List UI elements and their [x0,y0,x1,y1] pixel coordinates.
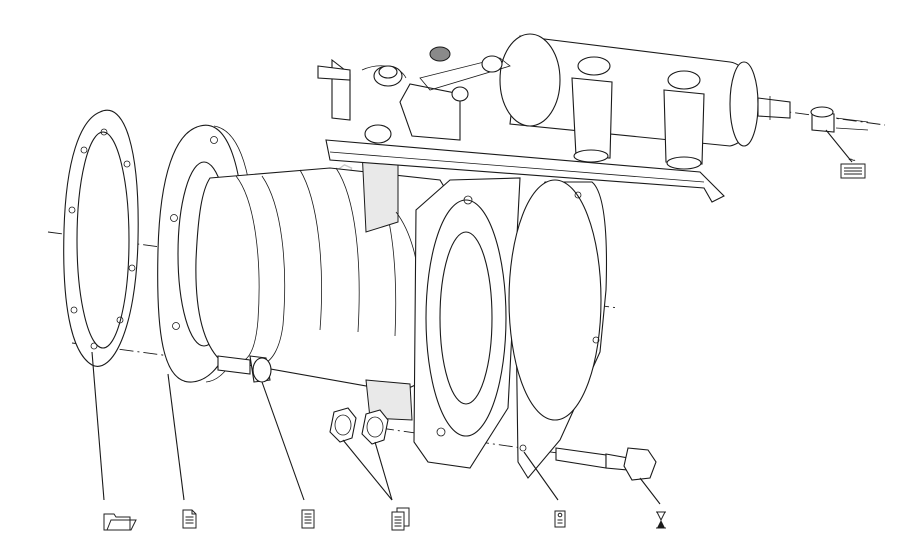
hourglass-icon[interactable] [656,511,666,529]
linkage [317,46,511,144]
text-list-icon[interactable] [301,509,315,529]
actuator-cylinder [499,33,791,170]
keyboard-icon[interactable] [840,158,866,179]
gasket-left [63,109,139,367]
leader-lines [91,129,853,505]
document-icon[interactable] [182,509,197,529]
hose-fitting [810,106,869,133]
flange-bolt [217,355,272,383]
tag-icon[interactable] [554,510,566,528]
outlet-flange [413,177,521,469]
nuts [329,407,389,445]
folder-icon[interactable] [103,513,137,531]
long-bolt [555,447,657,481]
documents-stack-icon[interactable] [391,507,410,531]
valve-housing [195,149,471,421]
mounting-bracket [325,58,725,203]
gasket-right [508,179,608,479]
